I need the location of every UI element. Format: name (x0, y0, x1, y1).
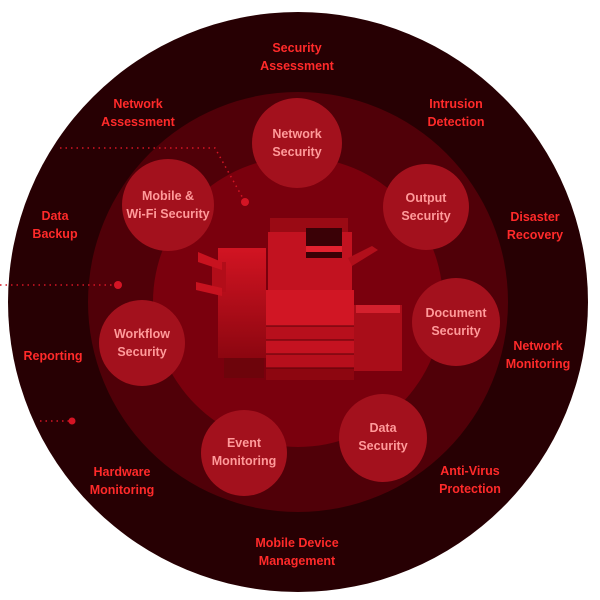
label-line: Event (227, 436, 262, 450)
label-line: Recovery (507, 228, 563, 242)
label-line: Network (272, 127, 321, 141)
label-line: Management (259, 554, 336, 568)
bubble-document-security (412, 278, 500, 366)
label-line: Intrusion (429, 97, 482, 111)
label-line: Monitoring (506, 357, 571, 371)
label-line: Security (272, 41, 321, 55)
label-line: Data (369, 421, 397, 435)
label-line: Assessment (101, 115, 175, 129)
label-line: Monitoring (212, 454, 277, 468)
label-line: Hardware (94, 465, 151, 479)
label-line: Mobile Device (255, 536, 338, 550)
bubble-network-security (252, 98, 342, 188)
bubble-workflow-security (99, 300, 185, 386)
label-line: Security (431, 324, 480, 338)
label-line: Security (401, 209, 450, 223)
label-line: Network (113, 97, 162, 111)
bubble-mobile-wifi-security (122, 159, 214, 251)
label-line: Network (513, 339, 562, 353)
label-line: Anti-Virus (440, 464, 500, 478)
connector-dot-top (241, 198, 249, 206)
label-line: Disaster (510, 210, 559, 224)
label-line: Mobile & (142, 189, 194, 203)
connector-dot-bottom (69, 418, 76, 425)
label-line: Assessment (260, 59, 334, 73)
label-line: Protection (439, 482, 501, 496)
label-line: Reporting (23, 349, 82, 363)
label-line: Document (425, 306, 487, 320)
label-line: Backup (32, 227, 78, 241)
label-line: Security (272, 145, 321, 159)
bubble-output-security (383, 164, 469, 250)
label-line: Wi-Fi Security (126, 207, 209, 221)
label-line: Data (41, 209, 69, 223)
label-line: Detection (428, 115, 485, 129)
label-line: Output (406, 191, 448, 205)
label-line: Monitoring (90, 483, 155, 497)
label-reporting: Reporting (23, 349, 82, 363)
bubble-data-security (339, 394, 427, 482)
label-line: Security (117, 345, 166, 359)
label-line: Security (358, 439, 407, 453)
connector-dot-middle (114, 281, 122, 289)
bubble-event-monitoring (201, 410, 287, 496)
label-line: Workflow (114, 327, 170, 341)
